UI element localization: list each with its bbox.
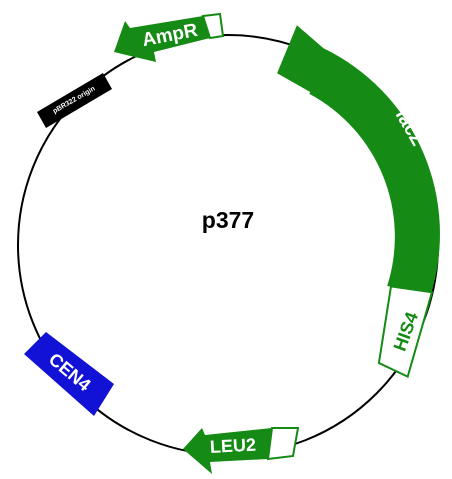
pbr322-origin-box: [37, 73, 112, 128]
leu2-arrow: [183, 428, 272, 474]
ampr-tail: [201, 12, 225, 40]
leu2-tail: [266, 427, 300, 461]
name-backdrop: [152, 228, 298, 270]
plasmid-name: p377: [202, 207, 254, 233]
his4-box: [377, 285, 434, 379]
lacz-arrow: [277, 25, 440, 298]
leu2-label: LEU2: [209, 435, 256, 457]
ampr-arrow: [114, 16, 210, 62]
cen4-box: [24, 332, 114, 416]
